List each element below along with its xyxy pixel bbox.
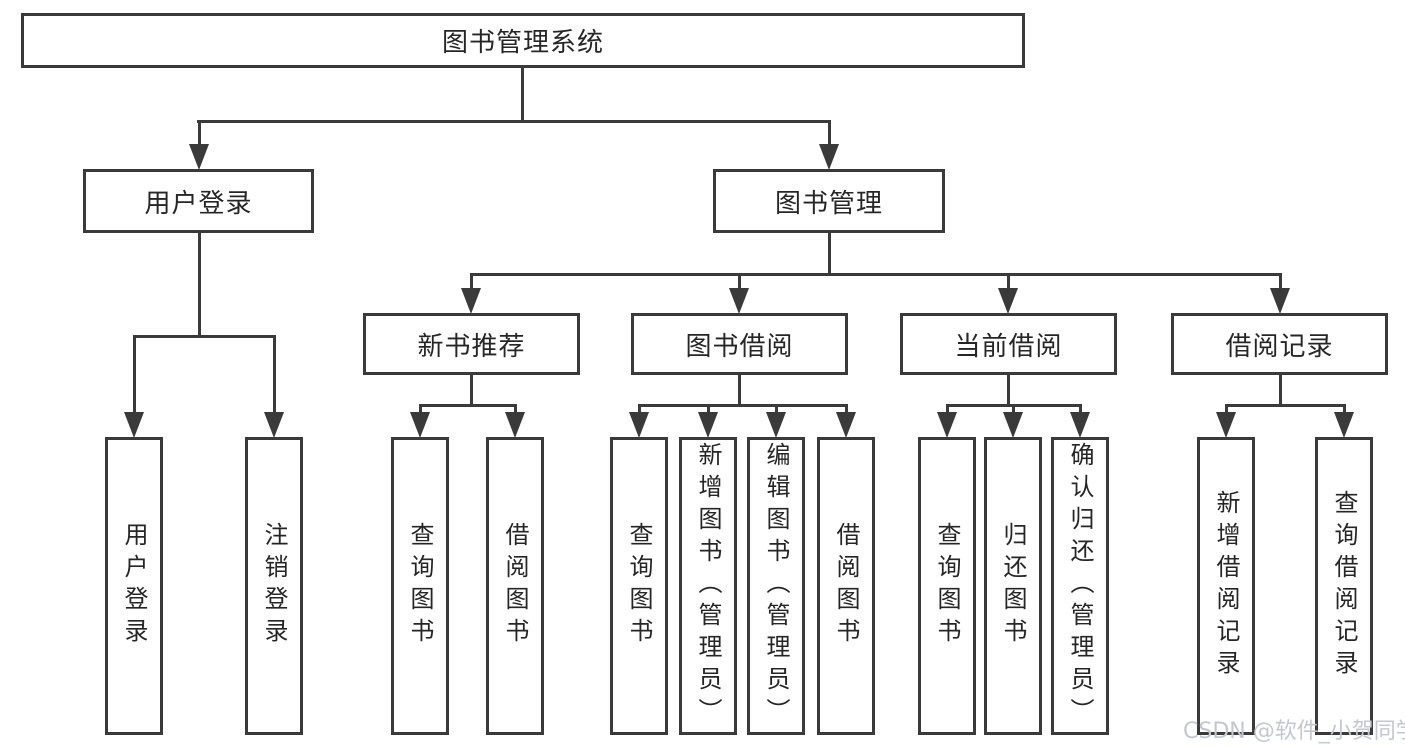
leaf-return-books-label: 归还图书 — [999, 522, 1027, 650]
leaf-confirm-return-admin: 确认归还（管理员） — [1051, 437, 1109, 735]
leaf-borrow-books-recommend-label: 借阅图书 — [501, 522, 529, 650]
leaf-query-books-borrow-label: 查询图书 — [625, 522, 653, 650]
leaf-borrow-books: 借阅图书 — [817, 437, 875, 735]
arrowhead-down-icon — [124, 412, 144, 438]
leaf-add-borrow-record: 新增借阅记录 — [1197, 437, 1255, 735]
arrowhead-down-icon — [766, 412, 786, 438]
arrowhead-down-icon — [937, 412, 957, 438]
arrowhead-down-icon — [629, 412, 649, 438]
edge-to-current-borrow — [1007, 273, 1010, 290]
edge-new-book-trunk — [470, 375, 473, 406]
node-new-book-recommend-label: 新书推荐 — [417, 331, 526, 362]
node-book-management: 图书管理 — [713, 169, 945, 233]
arrowhead-down-icon — [264, 412, 284, 438]
edge-book-management-rail — [470, 273, 1281, 276]
node-book-borrow-label: 图书借阅 — [685, 331, 794, 362]
edge-leaf — [1225, 404, 1228, 414]
edge-to-borrow-records — [1279, 273, 1282, 290]
arrowhead-down-icon — [998, 288, 1018, 314]
edge-to-book-management — [828, 120, 831, 145]
arrowhead-down-icon — [819, 144, 839, 170]
edge-leaf — [1079, 404, 1082, 414]
edge-new-book-rail — [419, 404, 517, 407]
edge-to-leaf-logout — [273, 335, 276, 413]
leaf-query-books-recommend-label: 查询图书 — [406, 522, 434, 650]
edge-to-leaf-user-login — [133, 335, 136, 413]
node-user-login: 用户登录 — [83, 169, 314, 233]
edge-leaf — [638, 404, 641, 414]
node-library-system: 图书管理系统 — [21, 13, 1025, 68]
edge-root-trunk — [521, 68, 524, 121]
node-book-management-label: 图书管理 — [774, 188, 883, 219]
node-user-login-label: 用户登录 — [144, 188, 253, 219]
leaf-edit-books-admin: 编辑图书（管理员） — [747, 437, 805, 735]
leaf-add-books-admin-label: 新增图书（管理员） — [694, 442, 722, 730]
edge-user-login-rail — [133, 335, 276, 338]
edge-to-book-borrow — [738, 273, 741, 290]
arrowhead-down-icon — [461, 288, 481, 314]
node-book-borrow: 图书借阅 — [631, 313, 848, 375]
arrowhead-down-icon — [836, 412, 856, 438]
leaf-add-books-admin: 新增图书（管理员） — [679, 437, 737, 735]
leaf-query-books-recommend: 查询图书 — [391, 437, 449, 735]
leaf-user-login: 用户登录 — [105, 437, 163, 735]
edge-book-borrow-trunk — [738, 375, 741, 406]
arrowhead-down-icon — [1070, 412, 1090, 438]
edge-current-borrow-trunk — [1007, 375, 1010, 406]
edge-leaf — [1343, 404, 1346, 414]
arrowhead-down-icon — [189, 144, 209, 170]
leaf-edit-books-admin-label: 编辑图书（管理员） — [762, 442, 790, 730]
edge-book-management-trunk — [828, 233, 831, 276]
leaf-logout-label: 注销登录 — [260, 522, 288, 650]
node-borrow-records-label: 借阅记录 — [1225, 331, 1334, 362]
edge-leaf — [775, 404, 778, 414]
node-current-borrow-label: 当前借阅 — [954, 331, 1063, 362]
edge-leaf — [419, 404, 422, 414]
edge-book-borrow-rail — [638, 404, 847, 407]
edge-leaf — [514, 404, 517, 414]
watermark: CSDN @软件_小贺同学 — [1183, 719, 1405, 744]
arrowhead-down-icon — [410, 412, 430, 438]
edge-borrow-records-rail — [1225, 404, 1345, 407]
arrowhead-down-icon — [1270, 288, 1290, 314]
edge-to-user-login — [198, 120, 201, 145]
arrowhead-down-icon — [1216, 412, 1236, 438]
leaf-borrow-books-label: 借阅图书 — [832, 522, 860, 650]
edge-to-new-book — [470, 273, 473, 290]
leaf-query-borrow-record: 查询借阅记录 — [1315, 437, 1373, 735]
leaf-query-books-borrow: 查询图书 — [610, 437, 668, 735]
arrowhead-down-icon — [1003, 412, 1023, 438]
node-borrow-records: 借阅记录 — [1171, 313, 1388, 375]
edge-root-rail — [197, 120, 831, 123]
leaf-return-books: 归还图书 — [984, 437, 1042, 735]
leaf-confirm-return-admin-label: 确认归还（管理员） — [1066, 442, 1094, 730]
arrowhead-down-icon — [698, 412, 718, 438]
leaf-logout: 注销登录 — [245, 437, 303, 735]
node-current-borrow: 当前借阅 — [900, 313, 1117, 375]
leaf-query-borrow-record-label: 查询借阅记录 — [1330, 490, 1358, 682]
arrowhead-down-icon — [729, 288, 749, 314]
node-library-system-label: 图书管理系统 — [441, 28, 604, 58]
edge-borrow-records-trunk — [1279, 375, 1282, 406]
leaf-user-login-label: 用户登录 — [120, 522, 148, 650]
arrowhead-down-icon — [505, 412, 525, 438]
node-new-book-recommend: 新书推荐 — [363, 313, 580, 375]
leaf-borrow-books-recommend: 借阅图书 — [486, 437, 544, 735]
leaf-add-borrow-record-label: 新增借阅记录 — [1212, 490, 1240, 682]
edge-leaf — [845, 404, 848, 414]
edge-leaf — [1012, 404, 1015, 414]
edge-user-login-trunk — [198, 233, 201, 337]
edge-leaf — [946, 404, 949, 414]
leaf-query-books-current-label: 查询图书 — [933, 522, 961, 650]
leaf-query-books-current: 查询图书 — [918, 437, 976, 735]
edge-leaf — [707, 404, 710, 414]
arrowhead-down-icon — [1334, 412, 1354, 438]
